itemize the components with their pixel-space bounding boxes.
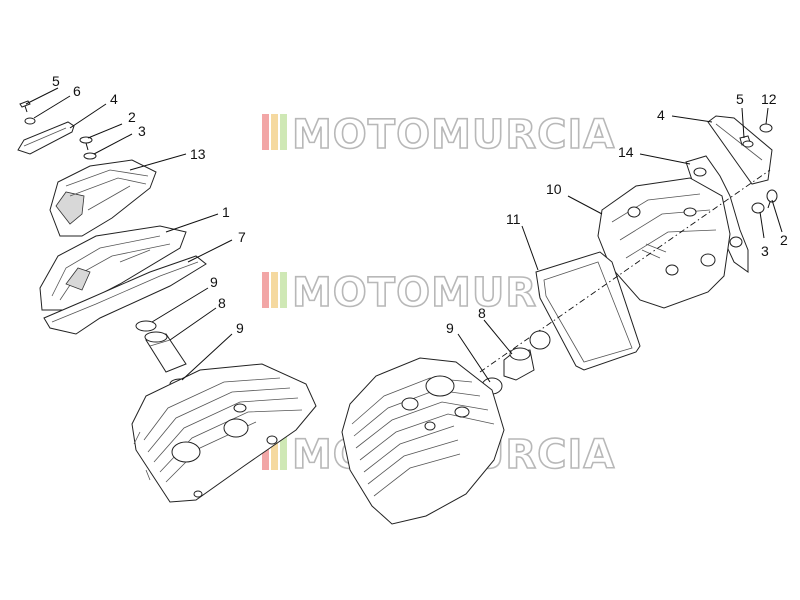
bolt-part-2-right — [766, 189, 778, 209]
leader-lines — [25, 87, 783, 383]
valve-cover-part-10-right — [597, 177, 731, 309]
callout-8-left: 8 — [218, 295, 226, 311]
callout-13-left: 13 — [190, 146, 206, 162]
watermark-stripe — [262, 272, 269, 308]
watermark-stripe — [271, 272, 278, 308]
callout-labels: 5 6 4 2 3 13 1 7 9 8 9 4 5 12 14 10 11 3… — [52, 73, 788, 336]
watermark-stripe — [280, 272, 287, 308]
callout-3-left: 3 — [138, 123, 146, 139]
callout-9-left-upper: 9 — [210, 274, 218, 290]
seal-part-9-left-upper — [135, 320, 157, 332]
washer-part-3-left — [83, 152, 97, 160]
watermark-text: MOTOMURCIA — [292, 112, 615, 158]
bolt-part-2-left — [79, 136, 93, 151]
callout-8-right: 8 — [478, 305, 486, 321]
watermark-stripe — [280, 434, 287, 470]
watermark-top: MOTOMURCIA — [262, 111, 615, 159]
assembly-axis-line — [479, 169, 771, 373]
callout-4-left: 4 — [110, 91, 118, 107]
gasket-part-7-left — [43, 255, 207, 335]
screw-part-5-right — [739, 135, 754, 148]
watermark-stripe — [262, 434, 269, 470]
washer-part-12-right — [759, 123, 773, 133]
callout-12-right: 12 — [761, 91, 777, 107]
callout-14-right: 14 — [618, 144, 634, 160]
callout-4-right: 4 — [657, 107, 665, 123]
screw-part-5-left — [19, 100, 31, 113]
callout-6-left: 6 — [73, 83, 81, 99]
callout-2-right: 2 — [780, 232, 788, 248]
callout-10-right: 10 — [546, 181, 562, 197]
watermark-stripe — [262, 114, 269, 150]
cover-plate-part-4-right — [707, 115, 773, 185]
callout-5-left: 5 — [52, 73, 60, 89]
callout-7-left: 7 — [238, 229, 246, 245]
cover-plate-part-4-left — [17, 121, 75, 155]
tube-part-8-right — [503, 347, 535, 381]
callout-9-right: 9 — [446, 320, 454, 336]
callout-5-right: 5 — [736, 91, 744, 107]
tube-part-8-left — [144, 331, 187, 373]
valve-cover-part-1-left — [39, 225, 187, 311]
gasket-part-11-right — [535, 251, 641, 371]
callout-2-left: 2 — [128, 109, 136, 125]
cylinder-head-right — [341, 357, 505, 525]
seal-part-9-right-upper — [529, 330, 551, 350]
watermark-stripe — [271, 114, 278, 150]
callout-1-left: 1 — [222, 204, 230, 220]
washer-part-6-left — [24, 117, 36, 125]
washer-part-3-right — [751, 202, 765, 214]
watermark-stripe — [280, 114, 287, 150]
callout-9-left-lower: 9 — [236, 320, 244, 336]
callout-3-right: 3 — [761, 243, 769, 259]
callout-11-right: 11 — [506, 211, 521, 227]
upper-cover-part-13-left — [49, 159, 157, 237]
cylinder-head-left — [131, 363, 317, 503]
watermark-stripe — [271, 434, 278, 470]
